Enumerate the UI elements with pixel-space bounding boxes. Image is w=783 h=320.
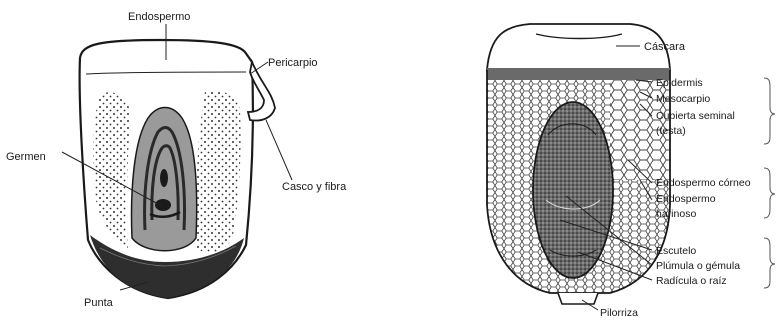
label-plumula: Plúmula o gémula bbox=[656, 260, 740, 272]
label-testa: (testa) bbox=[656, 125, 686, 137]
right-embryo bbox=[533, 102, 613, 278]
label-endospermo: Endospermo bbox=[128, 11, 190, 23]
label-germen: Germen bbox=[6, 151, 46, 163]
label-escutelo: Escutelo bbox=[656, 245, 696, 257]
label-endospermo-harinoso-2: harinoso bbox=[656, 208, 696, 220]
left-endosperm-right bbox=[196, 91, 241, 253]
label-endospermo-harinoso-1: Endospermo bbox=[656, 193, 716, 205]
label-endospermo-corneo: Endospermo córneo bbox=[656, 177, 751, 189]
label-cubierta-seminal: Cubierta seminal bbox=[656, 110, 735, 122]
right-kernel bbox=[480, 24, 680, 308]
label-punta: Punta bbox=[84, 297, 114, 309]
label-pericarpio: Pericarpio bbox=[268, 57, 318, 69]
label-pilorriza: Pilorriza bbox=[600, 307, 638, 319]
label-radicula: Radícula o raíz bbox=[656, 275, 727, 287]
right-braces bbox=[764, 78, 775, 288]
right-pilorriza bbox=[558, 293, 598, 304]
label-mesocarpio: Mesocarpio bbox=[656, 93, 710, 105]
label-epidermis: Epidermis bbox=[656, 77, 703, 89]
right-hull bbox=[487, 24, 670, 70]
label-casco-y-fibra: Casco y fibra bbox=[282, 181, 347, 193]
label-cascara: Cáscara bbox=[644, 41, 686, 53]
left-kernel bbox=[80, 40, 275, 298]
left-endosperm-left bbox=[93, 92, 130, 250]
